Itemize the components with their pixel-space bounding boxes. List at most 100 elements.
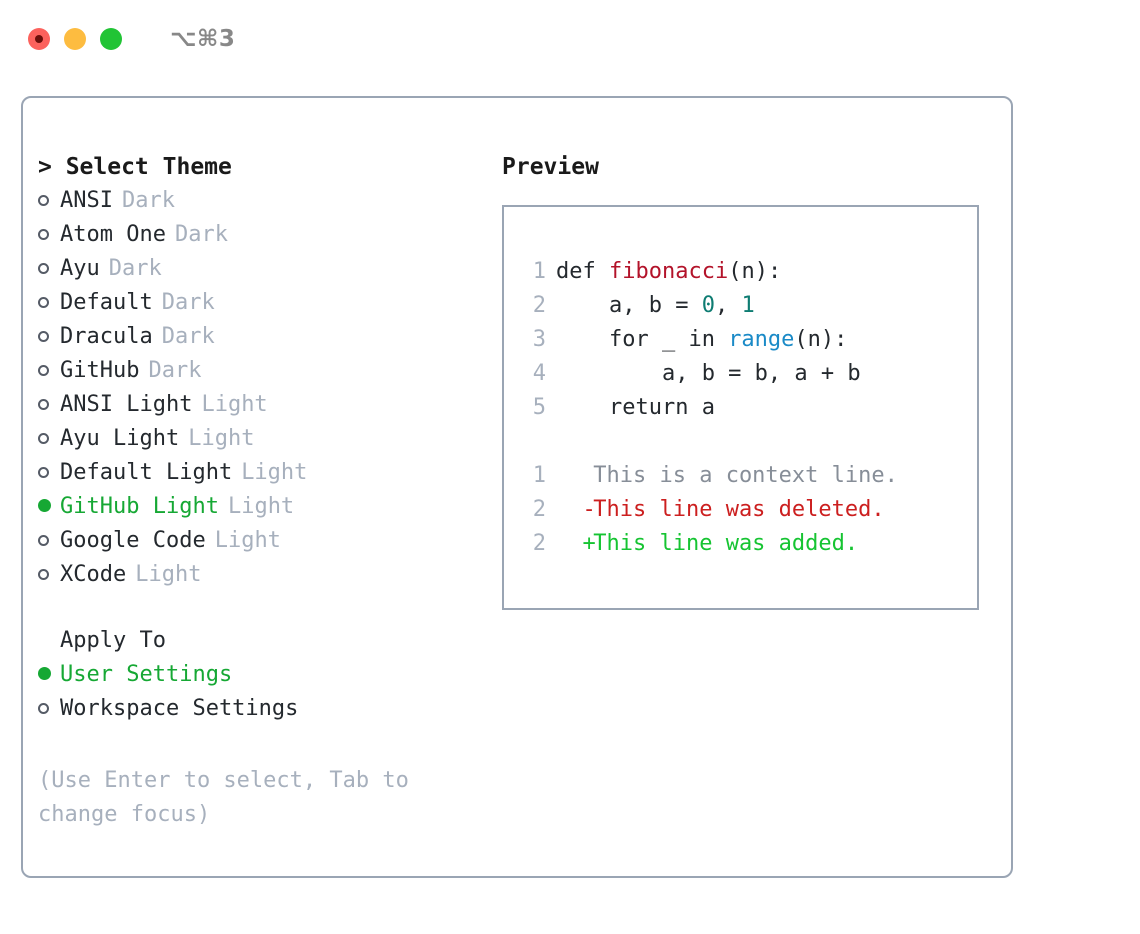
diff-text: This line was added. — [580, 531, 859, 556]
radio-unselected-icon[interactable] — [38, 183, 60, 217]
diff-sample: 1 This is a context line.2 - This line w… — [520, 459, 977, 561]
radio-unselected-icon[interactable] — [38, 557, 60, 591]
theme-item-variant: Light — [201, 392, 268, 417]
radio-dot — [38, 433, 49, 444]
theme-item-label: Google Code — [60, 528, 206, 553]
radio-unselected-icon[interactable] — [38, 353, 60, 387]
theme-item-row[interactable]: Google Code Light — [38, 524, 478, 558]
close-button[interactable] — [28, 28, 50, 50]
apply-option-label: Workspace Settings — [60, 696, 299, 721]
radio-unselected-icon[interactable] — [38, 217, 60, 251]
code-text: a, b = 0, 1 — [556, 289, 755, 323]
line-number: 4 — [532, 361, 546, 386]
window-controls — [28, 28, 122, 50]
theme-item-label: XCode — [60, 562, 127, 587]
token-plain: a, b = b, a + b — [556, 361, 861, 386]
code-text: def fibonacci(n): — [556, 255, 781, 289]
token-builtin: range — [728, 327, 795, 352]
theme-item-label: Ayu Light — [60, 426, 180, 451]
radio-unselected-icon[interactable] — [38, 691, 60, 725]
code-line: 2 a, b = 0, 1 — [520, 289, 977, 323]
diff-text: This line was deleted. — [580, 497, 885, 522]
theme-item-variant: Dark — [108, 256, 162, 281]
radio-selected-icon[interactable] — [38, 489, 60, 523]
preview-title: Preview — [502, 154, 599, 180]
diff-line-ctx: 1 This is a context line. — [520, 459, 977, 493]
radio-dot — [38, 703, 49, 714]
radio-unselected-icon[interactable] — [38, 455, 60, 489]
radio-dot — [38, 229, 49, 240]
theme-item-variant: Dark — [121, 188, 175, 213]
theme-item-variant: Light — [135, 562, 202, 587]
theme-item-row[interactable]: XCode Light — [38, 558, 478, 592]
radio-selected-icon[interactable] — [38, 657, 60, 691]
code-text: a, b = b, a + b — [556, 357, 861, 391]
theme-item-row[interactable]: Ayu Light Light — [38, 422, 478, 456]
theme-item-row[interactable]: GitHub Dark — [38, 354, 478, 388]
radio-dot — [38, 331, 49, 342]
window-shortcut-label: ⌥⌘3 — [170, 26, 236, 52]
radio-unselected-icon[interactable] — [38, 387, 60, 421]
theme-item-variant: Dark — [148, 358, 202, 383]
diff-sign: - — [556, 497, 596, 522]
spacer — [520, 425, 977, 459]
radio-dot — [38, 467, 49, 478]
diff-line-add: 2 + This line was added. — [520, 527, 977, 561]
theme-item-label: Dracula — [60, 324, 153, 349]
theme-item-label: Ayu — [60, 256, 100, 281]
radio-unselected-icon[interactable] — [38, 285, 60, 319]
theme-item-label: GitHub Light — [60, 494, 219, 519]
theme-item-label: Atom One — [60, 222, 166, 247]
token-num: 1 — [741, 293, 755, 318]
theme-item-variant: Dark — [161, 290, 215, 315]
line-number: 2 — [532, 497, 546, 522]
radio-unselected-icon[interactable] — [38, 251, 60, 285]
radio-dot — [38, 263, 49, 274]
theme-item-row[interactable]: Default Dark — [38, 286, 478, 320]
token-plain: , — [714, 293, 742, 318]
maximize-button[interactable] — [100, 28, 122, 50]
theme-item-label: ANSI Light — [60, 392, 193, 417]
theme-item-variant: Light — [214, 528, 281, 553]
code-text: for _ in range(n): — [556, 323, 847, 357]
code-line: 3 for _ in range(n): — [520, 323, 977, 357]
code-text: return a — [556, 391, 715, 425]
minimize-button[interactable] — [64, 28, 86, 50]
token-plain: return a — [556, 395, 715, 420]
radio-unselected-icon[interactable] — [38, 319, 60, 353]
theme-item-row[interactable]: Dracula Dark — [38, 320, 478, 354]
theme-item-variant: Dark — [174, 222, 228, 247]
theme-item-variant: Dark — [161, 324, 215, 349]
radio-unselected-icon[interactable] — [38, 421, 60, 455]
line-number: 2 — [532, 531, 546, 556]
theme-item-row[interactable]: ANSI Light Light — [38, 388, 478, 422]
theme-item-variant: Light — [188, 426, 255, 451]
radio-dot — [38, 667, 51, 680]
theme-item-label: Default — [60, 290, 153, 315]
apply-option-row[interactable]: User Settings — [38, 658, 478, 692]
token-func: fibonacci — [608, 259, 729, 284]
theme-item-label: GitHub — [60, 358, 140, 383]
theme-item-row[interactable]: Ayu Dark — [38, 252, 478, 286]
diff-sign: + — [556, 531, 596, 556]
radio-unselected-icon[interactable] — [38, 523, 60, 557]
panel-title: > Select Theme — [38, 154, 232, 180]
radio-dot — [38, 535, 49, 546]
theme-item-row[interactable]: Atom One Dark — [38, 218, 478, 252]
radio-dot — [38, 297, 49, 308]
diff-line-del: 2 - This line was deleted. — [520, 493, 977, 527]
apply-option-label: User Settings — [60, 662, 233, 687]
apply-option-row[interactable]: Workspace Settings — [38, 692, 478, 726]
apply-to-heading: Apply To — [60, 628, 166, 653]
radio-dot — [38, 569, 49, 580]
